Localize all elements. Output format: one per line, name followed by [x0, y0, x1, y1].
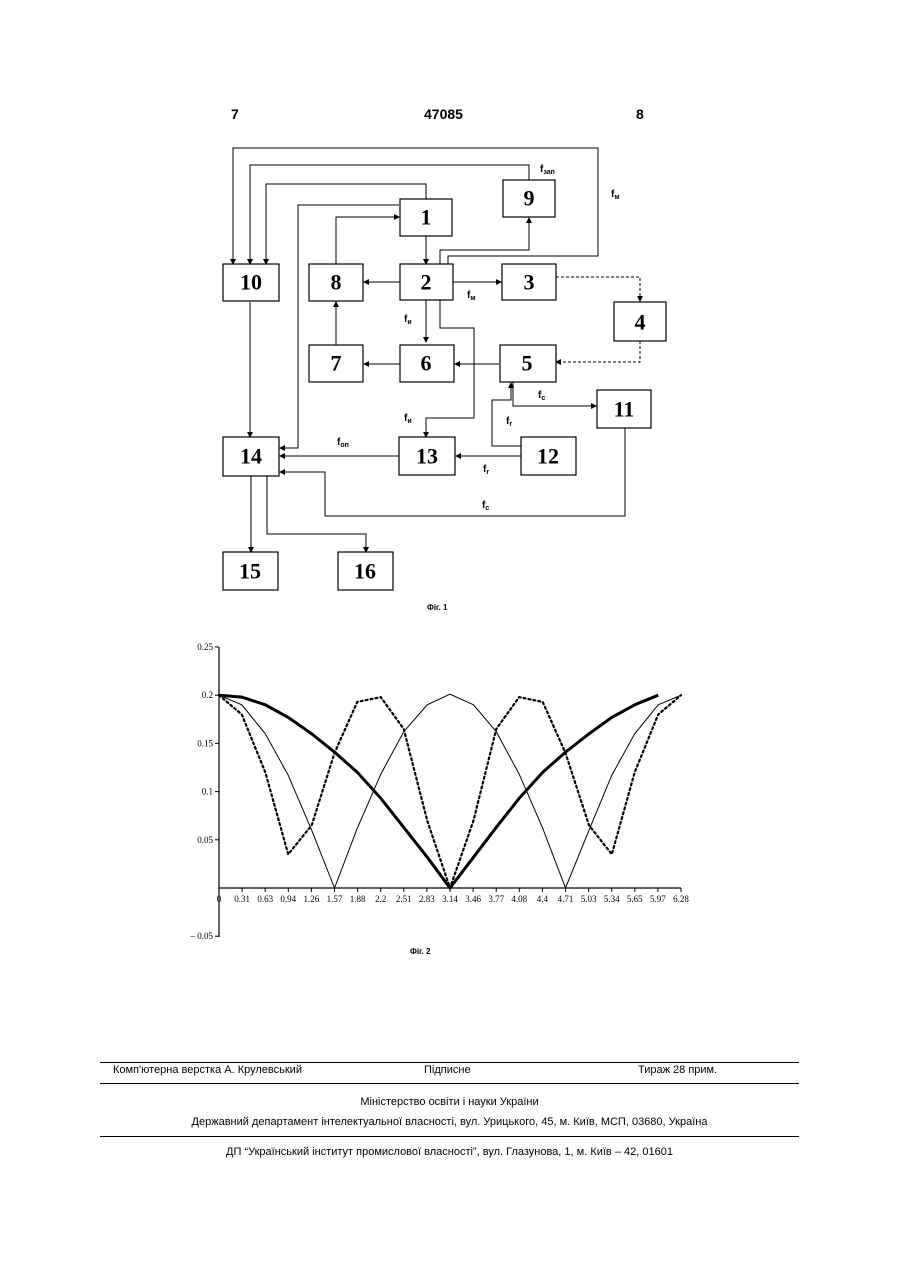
- print-run: Тираж 28 прим.: [638, 1064, 717, 1076]
- series-line-dotted: [219, 695, 681, 888]
- x-tick-label: 1.88: [350, 894, 366, 904]
- x-tick-label: 5.97: [650, 894, 666, 904]
- signal-f-m: fм: [467, 290, 476, 302]
- x-tick-label: 5.03: [581, 894, 597, 904]
- institute-address: ДП “Український інститут промислової вла…: [100, 1146, 799, 1158]
- signal-f-u-left: fи: [404, 314, 412, 326]
- x-tick-label: 4.08: [511, 894, 527, 904]
- x-tick-label: 2.83: [419, 894, 435, 904]
- svg-text:14: 14: [240, 444, 262, 469]
- series-line-thin: [219, 694, 681, 888]
- block-16: 16: [338, 552, 393, 590]
- signal-f-op: fоп: [337, 437, 349, 449]
- svg-text:5: 5: [522, 351, 533, 376]
- x-tick-label: 4.71: [558, 894, 574, 904]
- y-tick-label: 0.15: [197, 738, 213, 748]
- footer-rule-middle: [100, 1083, 799, 1084]
- svg-text:4: 4: [635, 310, 646, 335]
- svg-text:8: 8: [331, 270, 342, 295]
- department-address: Державний департамент інтелектуальної вл…: [100, 1116, 799, 1128]
- x-tick-label: 0.63: [257, 894, 273, 904]
- x-tick-label: 4.4: [537, 894, 549, 904]
- x-tick-label: 2.51: [396, 894, 412, 904]
- ministry-name: Міністерство освіти і науки України: [100, 1096, 799, 1108]
- layout-credit: Комп'ютерна верстка А. Крулевський: [113, 1064, 302, 1076]
- footer-rule-top: [100, 1062, 799, 1063]
- y-tick-label: – 0.05: [190, 931, 214, 941]
- block-1: 1: [400, 199, 452, 236]
- x-tick-label: 6.28: [673, 894, 689, 904]
- svg-text:9: 9: [524, 186, 535, 211]
- block-7: 7: [309, 345, 363, 382]
- signal-f-r: fr: [483, 464, 489, 476]
- svg-text:13: 13: [416, 444, 438, 469]
- x-tick-label: 0.94: [280, 894, 296, 904]
- block-3: 3: [502, 264, 556, 300]
- svg-text:3: 3: [524, 270, 535, 295]
- svg-text:6: 6: [421, 351, 432, 376]
- signal-f-zap: fзап: [540, 164, 555, 176]
- block-diagram: 1 2 3 4 5 6 7 8 9 10 11 12 13 14 15 16 f…: [0, 0, 900, 620]
- svg-text:10: 10: [240, 270, 262, 295]
- svg-text:16: 16: [354, 559, 376, 584]
- block-11: 11: [597, 390, 651, 428]
- x-tick-label: 0: [217, 894, 222, 904]
- signal-f-m-top: fм: [611, 189, 620, 201]
- block-2: 2: [400, 264, 453, 300]
- svg-text:12: 12: [537, 444, 559, 469]
- figure1-caption: Фіг. 1: [427, 603, 447, 612]
- signed-label: Підписне: [424, 1064, 471, 1076]
- y-tick-label: 0.1: [202, 787, 213, 797]
- chart-axes: 0.25 0.2 0.15 0.1 0.05 – 0.05 0 0.31 0.63 0.94 1.2…: [190, 642, 690, 941]
- y-tick-label: 0.2: [202, 690, 213, 700]
- svg-text:7: 7: [331, 351, 342, 376]
- block-14: 14: [223, 437, 279, 476]
- signal-f-c-bottom: fc: [482, 500, 489, 512]
- signal-f-c-top: fc: [538, 390, 545, 402]
- x-tick-label: 3.46: [465, 894, 481, 904]
- x-tick-label: 3.14: [442, 894, 458, 904]
- block-5: 5: [500, 345, 556, 382]
- svg-text:11: 11: [614, 397, 635, 422]
- x-tick-label: 5.34: [604, 894, 620, 904]
- block-6: 6: [400, 345, 454, 382]
- x-tick-label: 1.57: [327, 894, 343, 904]
- signal-f-u-bottom: fи: [404, 413, 412, 425]
- y-tick-label: 0.25: [197, 642, 213, 652]
- block-15: 15: [223, 552, 278, 590]
- signal-f-r-vertical: fr: [506, 416, 512, 428]
- svg-text:15: 15: [239, 559, 261, 584]
- block-9: 9: [503, 180, 555, 217]
- chart-series: [219, 694, 681, 888]
- block-8: 8: [309, 264, 363, 301]
- figure2-caption: Фіг. 2: [410, 947, 430, 956]
- block-10: 10: [223, 264, 279, 301]
- svg-text:1: 1: [421, 205, 432, 230]
- block-13: 13: [399, 437, 455, 475]
- x-tick-label: 1.26: [304, 894, 320, 904]
- svg-text:2: 2: [421, 270, 432, 295]
- footer-rule-bottom: [100, 1136, 799, 1137]
- block-12: 12: [521, 437, 576, 475]
- x-tick-label: 2.2: [375, 894, 386, 904]
- block-4: 4: [614, 302, 666, 341]
- x-tick-label: 3.77: [488, 894, 504, 904]
- x-tick-label: 5.65: [627, 894, 643, 904]
- x-tick-label: 0.31: [234, 894, 250, 904]
- y-tick-label: 0.05: [197, 835, 213, 845]
- series-line-bold: [219, 695, 658, 888]
